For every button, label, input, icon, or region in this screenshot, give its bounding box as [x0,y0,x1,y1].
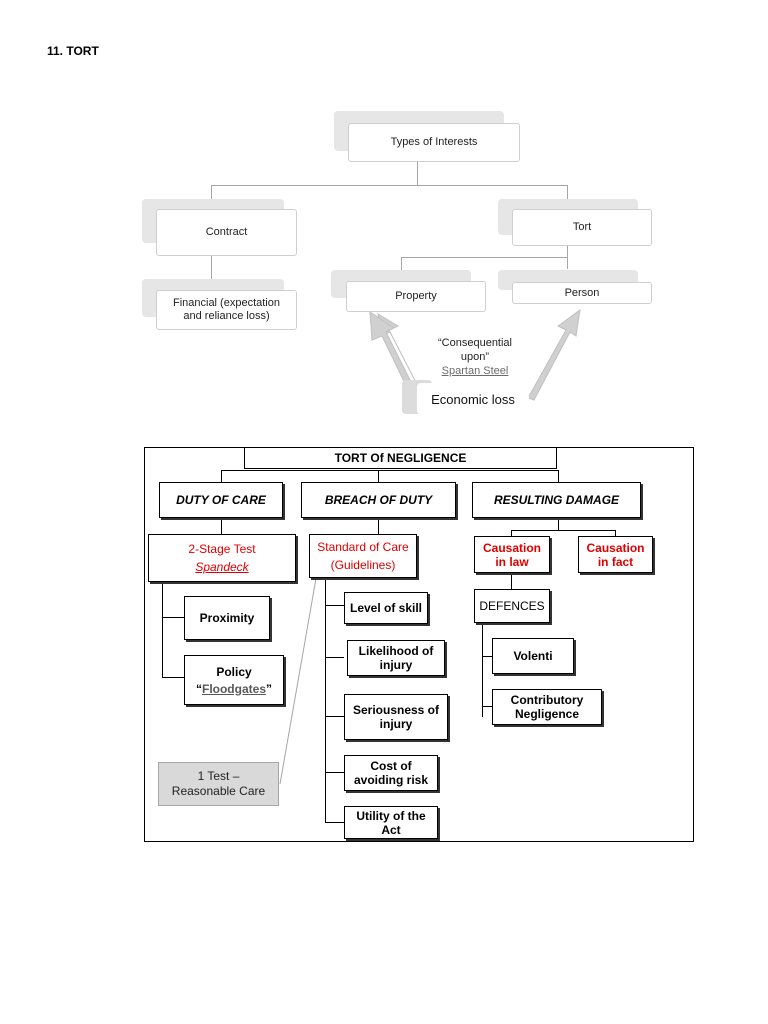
cost-label: Cost of avoiding risk [353,759,429,787]
causation-in-law-box: Causation in law [474,536,550,573]
utility-label: Utility of the Act [356,808,426,837]
page-heading: 11. TORT [47,44,99,58]
close-quote: ” [266,681,272,696]
title-label: TORT Of NEGLIGENCE [334,451,467,465]
connector [162,617,184,618]
economic-loss-box: Economic loss [417,383,529,415]
policy-label: Policy [216,664,252,679]
proximity-box: Proximity [184,596,270,640]
connector [325,772,344,773]
two-stage-label: 2-Stage Test [188,542,256,556]
floodgates-link[interactable]: Floodgates [201,681,266,696]
connector [511,530,616,531]
standard-line-1: Standard of Care [317,540,409,554]
connector [482,706,492,707]
causation-law-label: Causation in law [482,540,541,569]
types-of-interests-label: Types of Interests [390,136,478,148]
person-box: Person [512,282,652,304]
connector [211,256,212,282]
contract-label: Contract [205,226,248,238]
standard-line-2: (Guidelines) [330,558,396,572]
connector [325,657,344,658]
arrow-right-shaft [527,308,581,401]
connector [221,470,559,471]
tort-label: Tort [572,221,592,233]
types-of-interests-box: Types of Interests [348,123,520,162]
connector [325,822,344,823]
spandeck-link[interactable]: Spandeck [195,560,249,574]
person-label: Person [564,286,600,299]
level-of-skill-box: Level of skill [344,592,428,624]
connector [325,605,344,606]
tort-box: Tort [512,209,652,246]
damage-label: RESULTING DAMAGE [493,493,620,507]
seriousness-label: Seriousness of injury [352,703,440,731]
tort-of-negligence-title: TORT Of NEGLIGENCE [244,447,557,469]
connector [325,716,344,717]
one-test-line-1: 1 Test – [197,769,240,783]
spartan-steel-link[interactable]: Spartan Steel [441,365,509,377]
connector [378,470,379,482]
contributory-negligence-box: Contributory Negligence [492,689,602,725]
connector [567,257,568,269]
one-test-box: 1 Test – Reasonable Care [158,762,279,806]
level-label: Level of skill [349,601,423,615]
connector [221,520,222,534]
consequential-upon-text: “Consequential upon” Spartan Steel [415,336,535,378]
resulting-damage-box: RESULTING DAMAGE [472,482,641,518]
financial-label: Financial (expectation and reliance loss… [172,297,280,322]
connector [401,257,402,271]
connector [567,246,568,258]
volenti-box: Volenti [492,638,574,674]
breach-of-duty-box: BREACH OF DUTY [301,482,456,518]
likelihood-label: Likelihood of injury [358,644,434,672]
contract-box: Contract [156,209,297,256]
property-box: Property [346,281,486,312]
financial-box: Financial (expectation and reliance loss… [156,290,297,330]
seriousness-box: Seriousness of injury [344,694,448,740]
breach-label: BREACH OF DUTY [324,493,433,507]
connector [511,530,512,536]
defences-label: DEFENCES [479,599,545,613]
economic-loss-label: Economic loss [431,391,515,407]
connector [378,520,379,534]
causation-in-fact-box: Causation in fact [578,536,653,573]
connector [567,185,568,201]
connector [211,185,212,201]
likelihood-box: Likelihood of injury [347,640,445,676]
standard-of-care-box: Standard of Care (Guidelines) [309,534,417,578]
property-label: Property [395,290,437,302]
defences-box: DEFENCES [474,589,550,623]
connector [482,656,492,657]
utility-box: Utility of the Act [344,806,438,839]
connector [482,625,483,717]
two-stage-test-box: 2-Stage Test Spandeck [148,534,296,582]
open-quote: “ [195,681,202,696]
quote-line-1: “Consequential [438,337,512,349]
connector [221,470,222,482]
connector [615,530,616,536]
duty-of-care-box: DUTY OF CARE [159,482,283,518]
proximity-label: Proximity [199,611,255,625]
arrows-graphic [369,308,581,401]
connector [162,677,184,678]
contributory-label: Contributory Negligence [510,693,584,721]
causation-fact-label: Causation in fact [586,540,645,569]
cost-box: Cost of avoiding risk [344,755,438,791]
duty-label: DUTY OF CARE [176,493,266,507]
connector [558,470,559,482]
quote-line-2: upon” [460,351,490,363]
one-test-line-2: Reasonable Care [171,784,266,798]
connector [401,257,568,258]
policy-box: Policy “Floodgates” [184,655,284,705]
connector [417,162,418,186]
connector [211,185,568,186]
connector [511,573,512,589]
volenti-label: Volenti [513,649,553,663]
connector [162,583,163,678]
connector [558,520,559,530]
connector [325,578,326,823]
